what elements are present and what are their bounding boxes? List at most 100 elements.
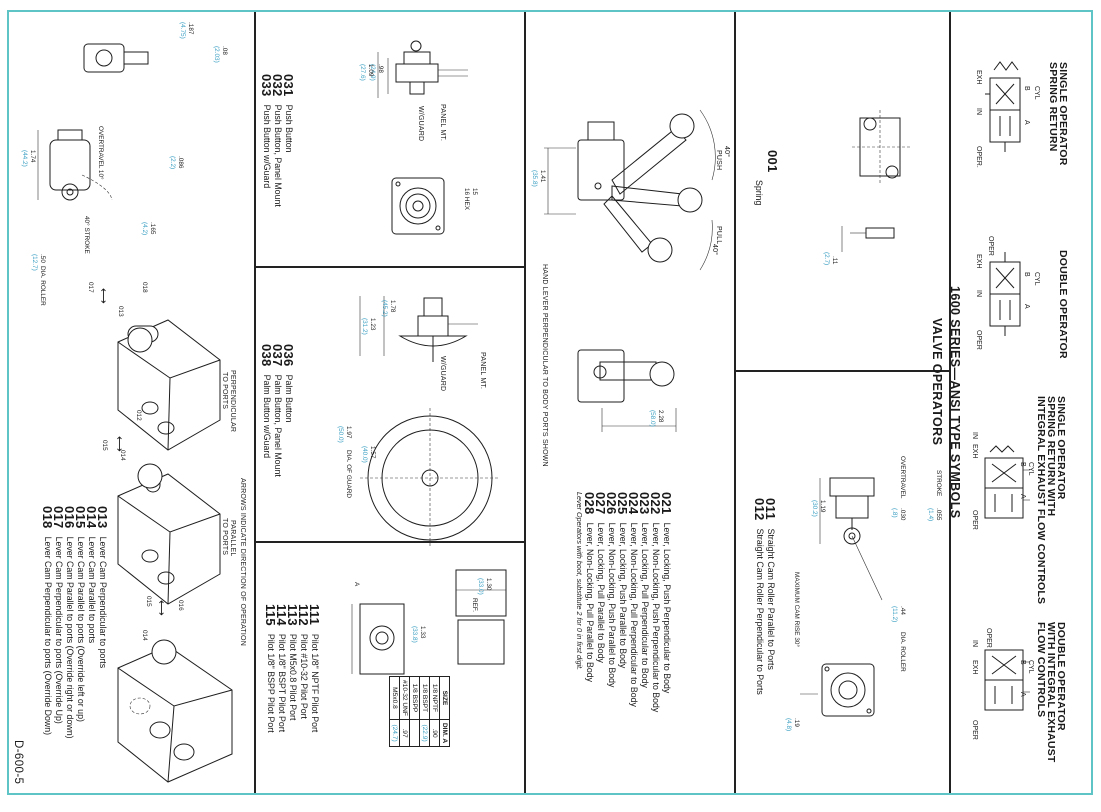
symbol-3-title-l1: SINGLE OPERATOR	[1055, 396, 1067, 500]
lever-desc-024: Lever, Non-Locking, Pull Perpendicular t…	[629, 522, 639, 707]
cam-roller-label: DIA. ROLLER	[899, 632, 906, 672]
pilot-desc-111: Pilot 1/8" NPTF Pilot Port	[310, 633, 320, 733]
palm-panel-mt: PANEL MT.	[479, 352, 486, 390]
lever-desc-025: Lever, Locking, Push Parallel to Body	[618, 522, 628, 669]
cam-ot-mm: (.8)	[891, 508, 898, 518]
table-cell: M5x0.8	[389, 676, 400, 720]
pilot-codes: 111 112 113 114 115	[263, 604, 322, 626]
pilot-desc-113: Pilot M5x0.8 Pilot Port	[288, 633, 298, 721]
symbol-1-in: IN	[975, 108, 982, 115]
lc-roller-mm: (12.7)	[31, 254, 38, 271]
cam-bottom-mm: (4.8)	[785, 718, 792, 732]
lc-c013: 013	[117, 306, 124, 317]
lever-list: 021 022 023 024 025 026 027 028 Lever, L…	[582, 492, 674, 713]
lever-height-mm: (35.8)	[531, 170, 538, 187]
lc-desc-018: Lever Cam Perpendicular to ports (Overri…	[43, 536, 53, 736]
lever-caption: HAND LEVER PERPENDICULAR TO BODY PORTS S…	[541, 264, 548, 467]
lc-d-08-mm: (2.03)	[213, 46, 220, 63]
lc-h174: 1.74	[29, 150, 36, 163]
lever-cam-block-1	[117, 319, 221, 451]
lever-code-028: 028	[582, 492, 597, 515]
symbol-3-cyl: CYL	[1027, 462, 1034, 476]
double-arrow-icon: ⟷	[155, 600, 167, 616]
table-cell: #10-32 UNF	[399, 676, 410, 720]
double-arrow-icon: ⟷	[113, 436, 125, 452]
symbol-3-title-l3: INTEGRAL EXHAUST FLOW CONTROLS	[1035, 396, 1047, 605]
cam-roller-list: 011 012 Straight Cam Roller Parallel to …	[752, 498, 778, 695]
section-title: VALVE OPERATORS	[930, 318, 944, 446]
table-cell: (22.9)	[419, 719, 430, 747]
symbol-single-spring	[985, 61, 1021, 152]
symbol-double	[989, 252, 1021, 336]
pilot-list: 111 112 113 114 115 Pilot 1/8" NPTF Pilo…	[263, 604, 322, 733]
lever-cam-block-2	[117, 463, 221, 605]
lever-descs: Lever, Locking, Push Perpendicular to Bo…	[584, 523, 672, 713]
perp-to-ports: TO PORTS	[221, 372, 228, 410]
palm-d2: 1.78	[389, 300, 396, 313]
lc-d165-mm: (4.2)	[141, 222, 148, 236]
pilot-d1: 1.30	[485, 578, 492, 591]
lever-pull: PULL	[715, 226, 722, 245]
palm-w-guard: W/GUARD	[439, 356, 446, 392]
symbol-3-b: B	[1019, 462, 1026, 467]
perp-label: PERPENDICULAR	[229, 370, 236, 433]
symbol-1-exh: EXH	[975, 70, 982, 85]
table-cell: 1/8 BSPT	[419, 676, 430, 720]
table-cell: 1/8 NPTF	[429, 676, 440, 720]
lc-stroke: 40° STROKE	[83, 216, 90, 254]
lever-height: 1.41	[539, 170, 546, 183]
lc-d-top: .187	[187, 22, 194, 35]
lc-desc-016: Lever Cam Parallel to ports (Override ri…	[65, 536, 75, 739]
cam-roller-val: .44	[899, 606, 906, 615]
sizes-head-dim: DIM. A	[439, 719, 450, 747]
palm-guard-label: DIA. OF GUARD	[345, 450, 352, 498]
symbol-4-title-l1: DOUBLE OPERATOR	[1055, 622, 1067, 731]
pilot-desc-112: Pilot #10-32 Pilot Port	[299, 633, 309, 719]
cam-desc-012: Straight Cam Roller Perpendicular to Por…	[755, 528, 765, 695]
pilot-desc-115: Pilot 1/8" BSPP Pilot Port	[266, 633, 276, 733]
pb-d2: 1.09	[367, 64, 374, 77]
pilot-code-115: 115	[263, 604, 278, 626]
palm-d1: 1.23	[369, 318, 376, 331]
page-number: D-600-5	[12, 740, 24, 785]
table-row: 1/8 BSPT(22.9)	[419, 676, 430, 747]
lc-roller-label: DIA. ROLLER	[39, 266, 46, 306]
lc-d-top-mm: (4.75)	[179, 22, 186, 39]
symbol-1-b: B	[1023, 86, 1030, 91]
pb-code-033: 033	[259, 74, 274, 97]
lever-note: Lever Operators with boot, substitute 2 …	[575, 492, 584, 671]
lever-desc-028: Lever, Non-Locking, Pull Parallel to Bod…	[585, 522, 595, 683]
pb-w-guard: W/GUARD	[417, 106, 424, 142]
lever-cam-codes: 013 014 015 016 017 018	[40, 506, 110, 529]
lc-d086-mm: (2.2)	[169, 156, 176, 170]
spring-dim-mm: (2.7)	[823, 252, 830, 266]
symbol-4-oper: OPER	[971, 720, 978, 740]
divider-v1	[254, 12, 256, 793]
sizes-head-row: SIZE DIM. A	[439, 676, 450, 747]
cam-roller-drawing	[800, 477, 883, 717]
palm-d3: 1.57	[369, 446, 376, 459]
cam-stroke-mm: (1.4)	[927, 508, 934, 522]
pilot-ref: REF.	[471, 598, 478, 612]
table-row: M5x0.8(24.7)	[389, 676, 400, 747]
double-arrow-icon: ⟷	[97, 288, 109, 304]
lc-desc-015: Lever Cam Parallel to ports (Override le…	[76, 536, 86, 722]
symbol-3-oper: OPER	[971, 510, 978, 530]
spring-dim: .11	[831, 256, 838, 265]
parallel-to-ports: TO PORTS	[221, 518, 228, 556]
symbol-2-b: B	[1023, 272, 1030, 277]
cam-roller-mm: (11.2)	[891, 606, 898, 623]
pb-hex2: 16 HEX	[463, 188, 470, 211]
palm-guard: 1.97	[345, 426, 352, 439]
push-button-drawing	[377, 40, 468, 235]
page-frame	[7, 10, 1093, 795]
divider-h2	[255, 541, 525, 543]
pilot-d2-mm: (33.8)	[411, 626, 418, 643]
lc-c014b: 014	[141, 630, 148, 641]
pilot-size-table: SIZE DIM. A 1/8 NPTF.90 1/8 BSPT(22.9) 1…	[389, 676, 450, 747]
symbol-2-exh: EXH	[975, 254, 982, 269]
symbol-2-title: DOUBLE OPERATOR	[1057, 250, 1069, 359]
symbol-4-b: B	[1019, 660, 1026, 665]
palm-d1-mm: (31.2)	[361, 318, 368, 335]
